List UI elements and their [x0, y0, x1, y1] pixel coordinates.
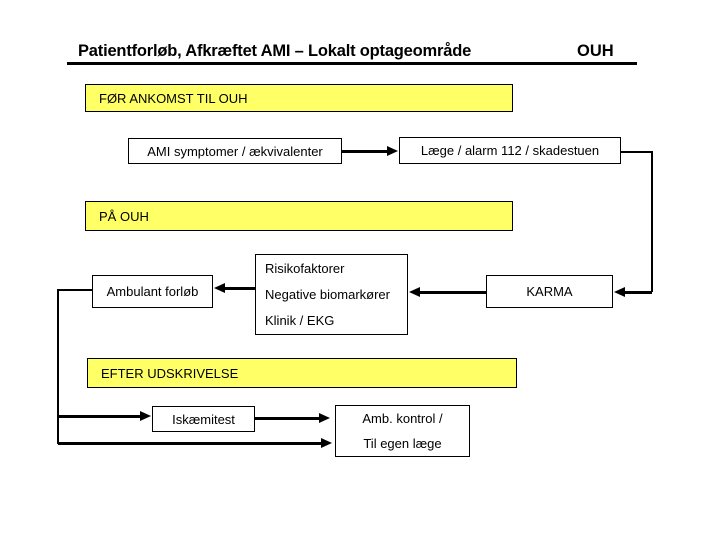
connector-iskaemitest-to-amb — [255, 417, 320, 420]
node-iskaemitest: Iskæmitest — [152, 406, 255, 432]
org-label: OUH — [577, 42, 614, 60]
node-laege-alarm: Læge / alarm 112 / skadestuen — [399, 137, 621, 164]
arrowhead-to-iskaemitest — [140, 411, 151, 421]
connector-to-iskaemitest — [58, 415, 140, 418]
risk-line-1: Risikofaktorer — [265, 260, 345, 276]
connector-into-karma — [624, 291, 652, 294]
node-amb-kontrol: Amb. kontrol / Til egen læge — [335, 405, 470, 457]
connector-left-vertical — [57, 289, 59, 444]
section-before-arrival: FØR ANKOMST TIL OUH — [85, 84, 513, 112]
arrowhead-iskaemitest-to-amb — [319, 413, 330, 423]
arrowhead-ami-to-laege — [387, 146, 398, 156]
connector-right-vertical — [651, 151, 653, 292]
arrowhead-karma-to-risk — [409, 287, 420, 297]
node-ami-symptoms: AMI symptomer / ækvivalenter — [128, 138, 342, 164]
connector-laege-right — [621, 151, 652, 153]
node-karma: KARMA — [486, 275, 613, 308]
section-after-discharge: EFTER UDSKRIVELSE — [87, 358, 517, 388]
connector-ambulant-left — [57, 289, 92, 291]
risk-line-3: Klinik / EKG — [265, 313, 335, 329]
connector-to-amb-kontrol-lower — [58, 442, 322, 445]
node-ambulant-forloeb: Ambulant forløb — [92, 275, 213, 308]
page-title: Patientforløb, Afkræftet AMI – Lokalt op… — [78, 42, 472, 60]
arrowhead-to-amb-kontrol-lower — [321, 438, 332, 448]
risk-line-2: Negative biomarkører — [265, 286, 390, 302]
connector-ami-to-laege — [342, 150, 388, 153]
connector-karma-to-risk — [420, 291, 486, 294]
amb-kontrol-line-1: Amb. kontrol / — [362, 411, 443, 426]
arrowhead-into-karma — [614, 287, 625, 297]
arrowhead-risk-to-ambulant — [214, 283, 225, 293]
section-at-ouh: PÅ OUH — [85, 201, 513, 231]
amb-kontrol-line-2: Til egen læge — [363, 436, 442, 451]
connector-risk-to-ambulant — [225, 287, 255, 290]
node-risk-factors: Risikofaktorer Negative biomarkører Klin… — [255, 254, 408, 335]
title-underline — [67, 62, 637, 65]
